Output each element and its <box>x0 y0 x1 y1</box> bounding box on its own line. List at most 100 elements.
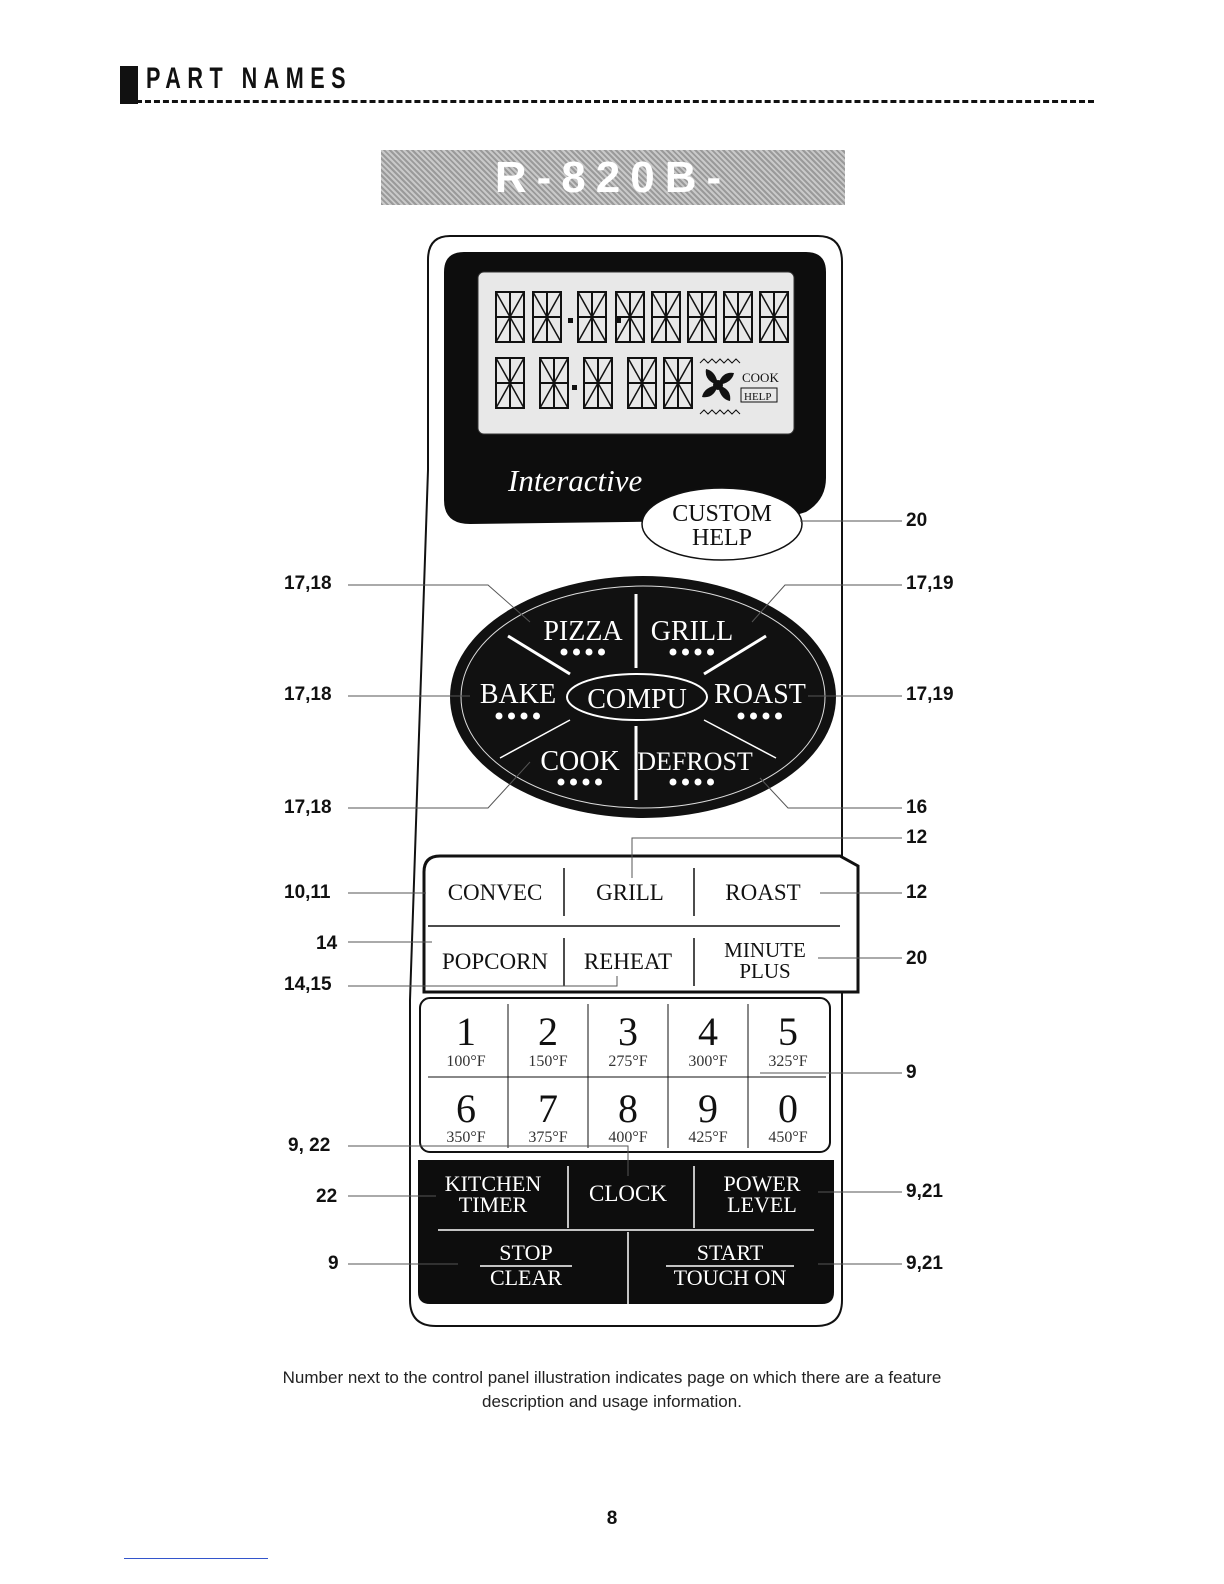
key-4[interactable]: 4 <box>698 1009 718 1054</box>
callout-custom-help: 20 <box>906 510 928 531</box>
compu-indicator-dot <box>557 778 565 786</box>
compu-indicator-dot <box>707 778 714 786</box>
compu-indicator-dot <box>495 712 503 720</box>
compu-indicator-dot <box>560 648 568 656</box>
key-1-temp: 100°F <box>446 1053 485 1070</box>
cook-button[interactable]: COOK <box>540 746 619 777</box>
section-marker <box>120 66 138 104</box>
reheat-button[interactable]: REHEAT <box>584 949 672 974</box>
compu-indicator-dot <box>737 712 745 720</box>
compu-indicator-dot <box>750 712 757 720</box>
pizza-button[interactable]: PIZZA <box>543 616 623 647</box>
caption-line-2: description and usage information. <box>482 1392 742 1411</box>
bake-button[interactable]: BAKE <box>480 679 556 710</box>
minute-plus-label-2[interactable]: PLUS <box>739 959 790 983</box>
lcd-wave-top <box>699 358 741 364</box>
start-label[interactable]: START <box>697 1240 764 1265</box>
key-2-temp: 150°F <box>528 1053 567 1070</box>
lcd-digit <box>532 291 562 343</box>
model-name: R-820B- <box>494 153 732 202</box>
key-9[interactable]: 9 <box>698 1086 718 1131</box>
lcd-screen <box>477 271 795 435</box>
lcd-digit <box>687 291 717 343</box>
lcd-digit <box>539 357 569 409</box>
callout-defrost: 16 <box>906 797 928 818</box>
key-3-temp: 275°F <box>608 1053 647 1070</box>
roast-button[interactable]: ROAST <box>725 880 800 905</box>
lcd-digit <box>627 357 657 409</box>
grill-button[interactable]: GRILL <box>596 880 664 905</box>
key-7-temp: 375°F <box>528 1129 567 1146</box>
compu-indicator-dot <box>570 778 577 786</box>
compu-oval-ring <box>460 585 826 809</box>
lcd-digit <box>759 291 789 343</box>
grill-compu-button[interactable]: GRILL <box>651 616 733 647</box>
key-0-temp: 450°F <box>768 1129 807 1146</box>
lcd-help-indicator: HELP <box>744 391 772 403</box>
lcd-cook-indicator: COOK <box>742 370 779 385</box>
callout-roast-compu: 17,19 <box>906 684 954 705</box>
lcd-digit <box>723 291 753 343</box>
key-7[interactable]: 7 <box>538 1086 558 1131</box>
numeric-keypad <box>419 997 831 1153</box>
key-6[interactable]: 6 <box>456 1086 476 1131</box>
callout-grill-compu: 17,19 <box>906 573 954 594</box>
compu-indicator-dot <box>669 648 677 656</box>
compu-indicator-dot <box>762 712 770 720</box>
stop-label[interactable]: STOP <box>499 1240 552 1265</box>
compu-button[interactable] <box>566 673 708 721</box>
lcd-digit <box>583 357 613 409</box>
key-6-temp: 350°F <box>446 1129 485 1146</box>
keypad-keys: 1100°F2150°F3275°F4300°F5325°F6350°F7375… <box>446 1009 807 1146</box>
callout-reheat: 14,15 <box>284 974 332 995</box>
key-8[interactable]: 8 <box>618 1086 638 1131</box>
key-3[interactable]: 3 <box>618 1009 638 1054</box>
compu-indicator-dot <box>694 648 702 656</box>
lcd-wave-bottom <box>699 409 741 415</box>
kitchen-timer-label-1[interactable]: KITCHEN <box>445 1171 542 1196</box>
page-number: 8 <box>606 1508 618 1529</box>
custom-help-button[interactable] <box>641 487 803 561</box>
compu-indicator-dot <box>520 712 528 720</box>
power-level-label-1[interactable]: POWER <box>724 1171 801 1196</box>
custom-help-label-2: HELP <box>692 525 752 551</box>
compu-indicator-dot <box>682 648 689 656</box>
convec-button[interactable]: CONVEC <box>448 880 543 905</box>
key-0[interactable]: 0 <box>778 1086 798 1131</box>
compu-indicator-dot <box>598 648 605 656</box>
compu-indicator-dot <box>585 648 593 656</box>
callout-popcorn: 14 <box>316 933 338 954</box>
key-2[interactable]: 2 <box>538 1009 558 1054</box>
lcd-digit <box>495 357 525 409</box>
caption-line-1: Number next to the control panel illustr… <box>282 1368 942 1387</box>
key-4-temp: 300°F <box>688 1053 727 1070</box>
minute-plus-label-1[interactable]: MINUTE <box>724 938 806 962</box>
kitchen-timer-label-2[interactable]: TIMER <box>459 1192 528 1217</box>
clear-label[interactable]: CLEAR <box>490 1265 562 1290</box>
lcd-digit <box>577 291 607 343</box>
compu-indicator-dot <box>533 712 540 720</box>
callout-number-pad-clock: 9, 22 <box>288 1135 331 1156</box>
compu-indicator-dot <box>508 712 515 720</box>
compu-indicator-dot <box>775 712 782 720</box>
roast-compu-button[interactable]: ROAST <box>714 679 806 710</box>
defrost-button[interactable]: DEFROST <box>637 747 753 776</box>
lcd-digit <box>495 291 525 343</box>
key-5[interactable]: 5 <box>778 1009 798 1054</box>
callout-convec: 10,11 <box>284 882 331 903</box>
callout-start: 9,21 <box>906 1253 943 1274</box>
key-9-temp: 425°F <box>688 1129 727 1146</box>
compu-dot-indicators <box>495 648 782 786</box>
model-banner <box>381 150 845 205</box>
callout-grill: 12 <box>906 827 928 848</box>
callout-roast: 12 <box>906 882 928 903</box>
compu-indicator-dot <box>707 648 714 656</box>
clock-button[interactable]: CLOCK <box>589 1181 667 1206</box>
touch-on-label[interactable]: TOUCH ON <box>674 1265 787 1290</box>
compu-indicator-dot <box>682 778 689 786</box>
key-1[interactable]: 1 <box>456 1009 476 1054</box>
leader-lines <box>348 520 902 1265</box>
power-level-label-2[interactable]: LEVEL <box>727 1192 797 1217</box>
popcorn-button[interactable]: POPCORN <box>442 949 548 974</box>
